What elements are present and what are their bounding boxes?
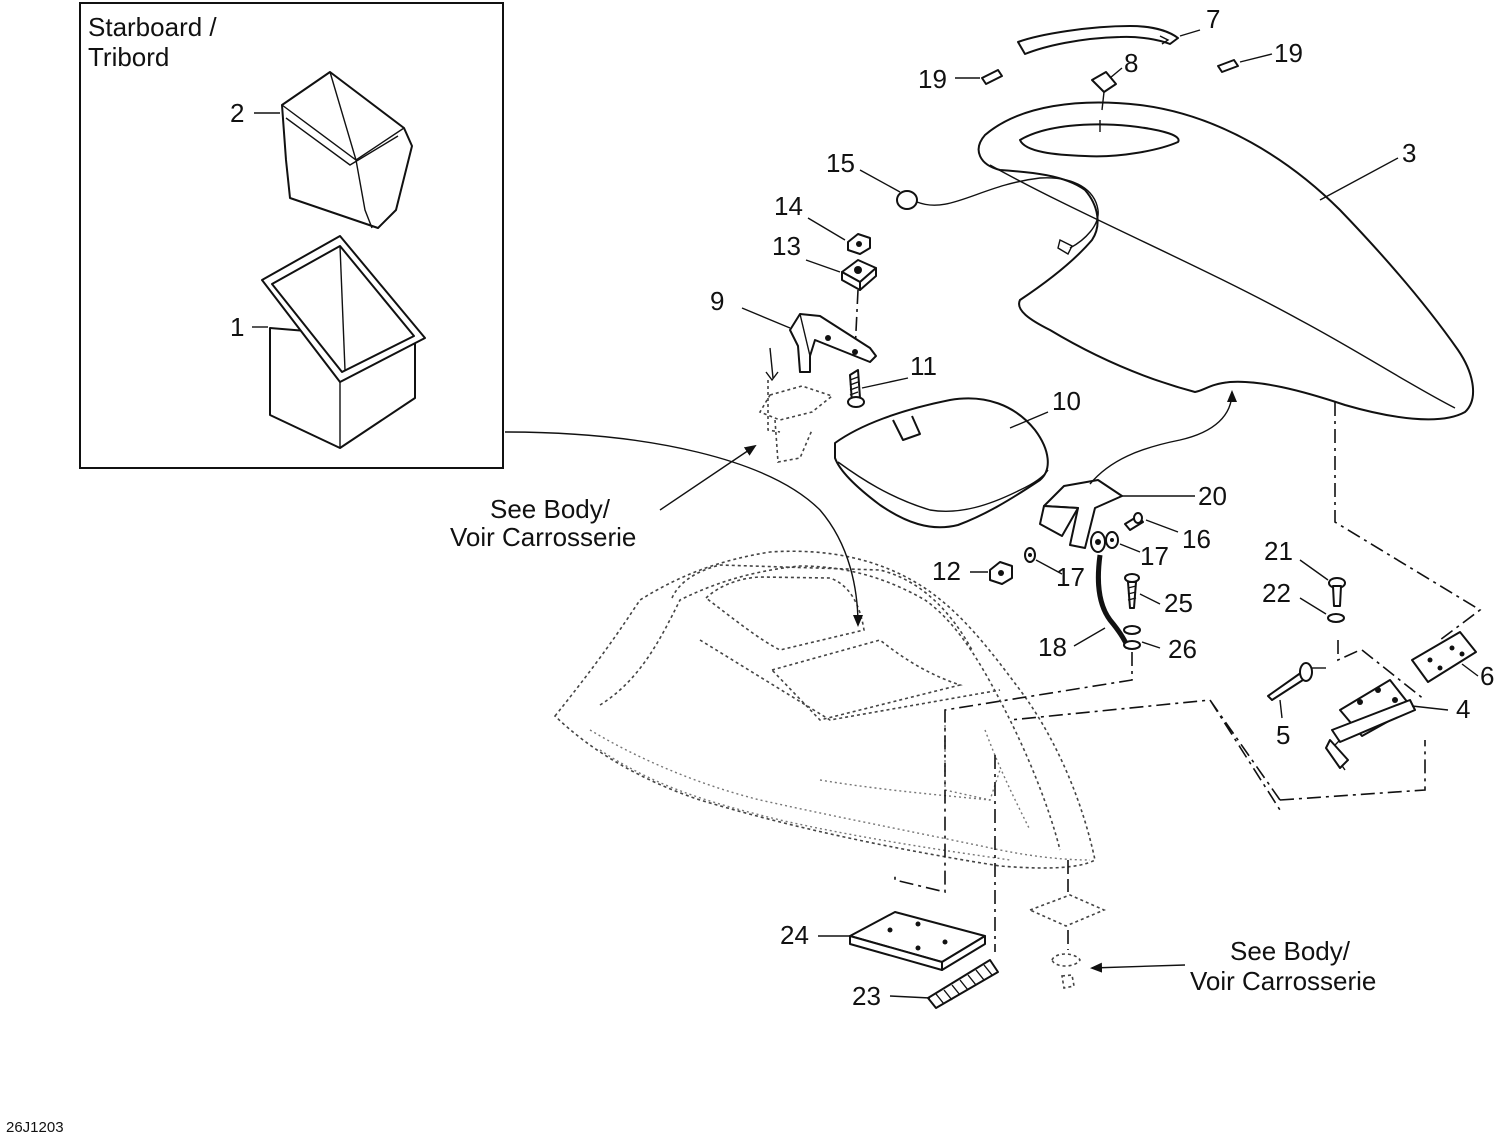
part-labels: 7 8 19 19 3 15 14 13 9 11 10 20 16 17 17… [710, 4, 1494, 1011]
label-part-12: 12 [932, 556, 961, 586]
part-19-pin-right [1217, 59, 1239, 73]
note-2-line2: Voir Carrosserie [1190, 966, 1376, 996]
part-2-bin-liner [281, 71, 413, 229]
label-part-6: 6 [1480, 661, 1494, 691]
label-part-3: 3 [1402, 138, 1416, 168]
part-3-seat [977, 101, 1475, 421]
part-13-square-nut [841, 259, 877, 353]
starboard-inset: Starboard / Tribord 2 1 [79, 2, 504, 469]
part-5-rivet [1267, 662, 1326, 701]
latch-receiver-ghost [758, 347, 834, 463]
part-23-spring [927, 959, 999, 1009]
label-part-1: 1 [230, 312, 244, 342]
label-part-17-left: 17 [1056, 562, 1085, 592]
label-part-8: 8 [1124, 48, 1138, 78]
note-2-line1: See Body/ [1230, 936, 1351, 966]
label-part-9: 9 [710, 286, 724, 316]
label-part-22: 22 [1262, 578, 1291, 608]
part-17-washer-right [1105, 531, 1119, 549]
part-11-screw [847, 369, 865, 408]
label-part-17-right: 17 [1140, 541, 1169, 571]
part-6-plate [1411, 631, 1477, 683]
inset-title-line1: Starboard / [88, 12, 217, 42]
part-17-washer-left [1024, 547, 1036, 563]
label-part-24: 24 [780, 920, 809, 950]
label-part-14: 14 [774, 191, 803, 221]
label-part-26: 26 [1168, 634, 1197, 664]
label-part-15: 15 [826, 148, 855, 178]
part-22-washer [1327, 613, 1345, 623]
part-24-pad [849, 911, 986, 971]
label-part-19-left: 19 [918, 64, 947, 94]
label-part-2: 2 [230, 98, 244, 128]
part-16-screw [1124, 512, 1144, 531]
part-19-pin-left [981, 69, 1003, 85]
leader-lines [741, 29, 1479, 999]
label-part-13: 13 [772, 231, 801, 261]
label-part-20: 20 [1198, 481, 1227, 511]
hull-ghost-outline [553, 550, 1096, 869]
part-14-nut [847, 233, 871, 255]
part-21-screw [1328, 577, 1346, 607]
bumper-ghost [1027, 894, 1107, 989]
part-18-cable [1090, 531, 1131, 649]
label-part-4: 4 [1456, 694, 1470, 724]
part-20-hinge-plate [1039, 479, 1123, 549]
assembly-lines [894, 402, 1482, 952]
label-part-19-right: 19 [1274, 38, 1303, 68]
part-25-screw [1124, 573, 1140, 609]
note-1-line2: Voir Carrosserie [450, 522, 636, 552]
see-body-note-2: See Body/ Voir Carrosserie [1190, 936, 1376, 996]
label-part-25: 25 [1164, 588, 1193, 618]
part-4-hinge [1325, 679, 1416, 771]
label-part-5: 5 [1276, 720, 1290, 750]
label-part-18: 18 [1038, 632, 1067, 662]
part-9-bracket [789, 313, 877, 373]
label-part-10: 10 [1052, 386, 1081, 416]
label-part-21: 21 [1264, 536, 1293, 566]
part-26-washer [1123, 625, 1141, 650]
label-part-23: 23 [852, 981, 881, 1011]
part-10-seat-pad [834, 397, 1049, 529]
label-part-7: 7 [1206, 4, 1220, 34]
part-8-clip [1091, 71, 1117, 111]
label-part-16: 16 [1182, 524, 1211, 554]
label-part-11: 11 [910, 351, 937, 381]
part-15-plug [896, 177, 1099, 249]
drawing-code: 26J1203 [6, 1119, 64, 1136]
arrows [504, 390, 1237, 973]
inset-title-line2: Tribord [88, 42, 169, 72]
note-1-line1: See Body/ [490, 494, 611, 524]
see-body-note-1: See Body/ Voir Carrosserie [450, 494, 636, 552]
part-12-nut [989, 561, 1013, 585]
part-1-storage-bin [261, 235, 426, 449]
part-7-strap [1017, 25, 1179, 55]
